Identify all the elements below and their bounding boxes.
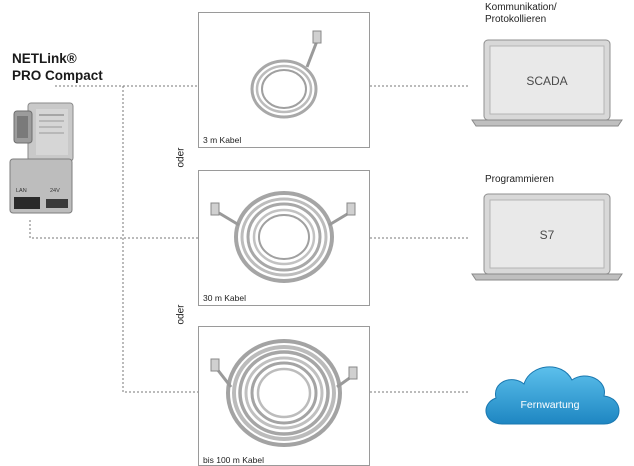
device-title-line1: NETLink® [12, 51, 77, 66]
target-label-s7: Programmieren [485, 174, 554, 185]
device-title: NETLink® PRO Compact [12, 50, 103, 84]
cable-box-30m: 30 m Kabel [198, 170, 370, 306]
target-label-scada-line2: Protokollieren [485, 14, 547, 25]
cable-label-3m: 3 m Kabel [203, 135, 242, 145]
device-to-cable3-line [55, 85, 198, 393]
laptop-scada-image: SCADA [471, 39, 623, 127]
device-to-30m-cable-line [29, 220, 198, 239]
separator-oder-2: oder [175, 304, 187, 325]
laptop-s7-screen-text: S7 [540, 228, 555, 242]
cloud-fernwartung-text: Fernwartung [521, 399, 580, 411]
cable-box-100m: bis 100 m Kabel [198, 326, 370, 466]
target-label-scada-line1: Kommunikation/ [485, 2, 557, 13]
device-title-line2: PRO Compact [12, 68, 103, 83]
cable-coil-3m-image [250, 30, 322, 119]
cable-coil-30m-image [210, 191, 356, 283]
device-port-power-label: 24V [50, 188, 60, 194]
cable-coil-100m-image [210, 339, 358, 447]
cable-box-3m: 3 m Kabel [198, 12, 370, 148]
netlink-device-image: LAN 24V [9, 102, 74, 214]
device-port-lan-label: LAN [16, 188, 27, 194]
laptop-s7-image: S7 [471, 193, 623, 281]
separator-oder-1: oder [175, 147, 187, 168]
target-label-scada: Kommunikation/ Protokollieren [485, 2, 557, 26]
cable-label-100m: bis 100 m Kabel [203, 455, 264, 465]
cable-label-30m: 30 m Kabel [203, 293, 246, 303]
laptop-scada-screen-text: SCADA [526, 74, 567, 88]
cloud-fernwartung-image: Fernwartung [485, 366, 620, 425]
